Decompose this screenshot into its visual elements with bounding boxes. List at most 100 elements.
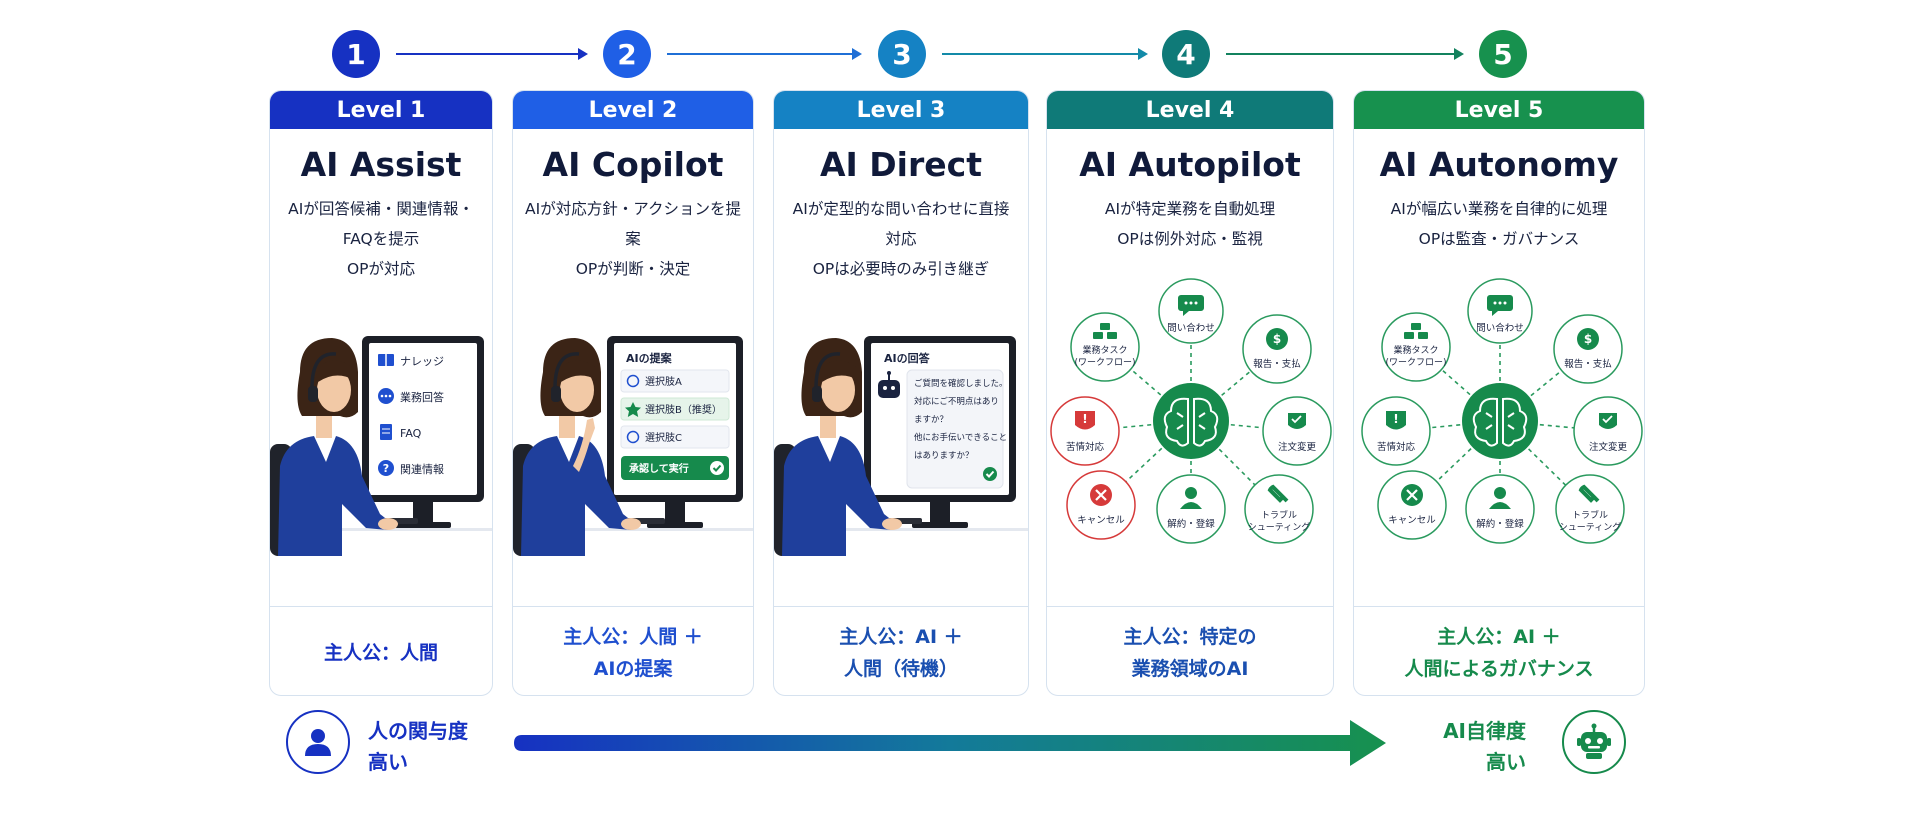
card-divider <box>1354 606 1644 607</box>
card-divider <box>270 606 492 607</box>
workflow-task-node: 業務タスク (ワークフロー) <box>1381 312 1451 382</box>
screen-item-knowledge: ナレッジ <box>400 355 444 368</box>
complaint-node: ! 苦情対応 <box>1361 396 1431 466</box>
svg-text:$: $ <box>1273 332 1281 346</box>
ai-hub-diagram: 問い合わせ $ 報告・支払 注文変更 トラブル シューティング <box>1050 278 1332 544</box>
protagonist-label: 主人公：AI ＋人間によるガバナンス <box>1404 626 1594 680</box>
report-payment-node: $ 報告・支払 <box>1553 314 1623 384</box>
svg-text:(ワークフロー): (ワークフロー) <box>1385 357 1446 368</box>
inquiry-node: 問い合わせ <box>1467 278 1533 344</box>
svg-text:キャンセル: キャンセル <box>1388 515 1436 526</box>
bubble-line: はありますか？ <box>914 451 974 461</box>
svg-text:トラブル: トラブル <box>1261 509 1297 521</box>
level-title: AI Autonomy <box>1379 145 1619 184</box>
answer-heading: AIの回答 <box>884 351 931 365</box>
screen-item-faq: FAQ <box>400 427 422 440</box>
svg-text:注文変更: 注文変更 <box>1278 441 1317 453</box>
cancel-node: キャンセル <box>1066 470 1136 540</box>
svg-text:(ワークフロー): (ワークフロー) <box>1074 357 1135 368</box>
svg-text:注文変更: 注文変更 <box>1589 441 1628 453</box>
svg-text:!: ! <box>1393 412 1398 426</box>
step-marker-3: 3 <box>878 30 926 78</box>
svg-text:報告・支払: 報告・支払 <box>1564 358 1612 370</box>
contract-node: 解約・登録 <box>1465 474 1535 544</box>
svg-text:業務タスク: 業務タスク <box>1082 344 1127 356</box>
wrench-icon <box>1578 484 1600 503</box>
svg-text:問い合わせ: 問い合わせ <box>1167 322 1215 334</box>
card-divider <box>1047 606 1333 607</box>
complaint-node: ! 苦情対応 <box>1050 396 1120 466</box>
wrench-icon <box>1267 484 1289 503</box>
brain-icon <box>1472 397 1528 447</box>
card-divider <box>513 606 753 607</box>
chat-icon <box>1178 295 1204 316</box>
bubble-line: ご質問を確認しました。 <box>914 378 1008 389</box>
level-header: Level 2 <box>513 91 753 129</box>
svg-text:シューティング: シューティング <box>1248 521 1310 533</box>
operator-with-knowledge-screen: ナレッジ 業務回答 FAQ ? 関連情報 <box>270 336 492 556</box>
inquiry-node: 問い合わせ <box>1158 278 1224 344</box>
operator-figure <box>270 338 398 556</box>
svg-text:?: ? <box>383 462 389 475</box>
contract-node: 解約・登録 <box>1156 474 1226 544</box>
svg-text:苦情対応: 苦情対応 <box>1066 441 1105 453</box>
protagonist-label: 主人公：AI ＋人間（待機） <box>839 626 963 680</box>
step-marker-1: 1 <box>332 30 380 78</box>
approve-button <box>621 456 729 480</box>
svg-text:解約・登録: 解約・登録 <box>1476 518 1524 530</box>
robot-icon <box>878 371 900 398</box>
level-title: AI Assist <box>300 145 462 184</box>
workflow-icon <box>1404 323 1428 339</box>
dollar-icon <box>1577 328 1599 350</box>
level-header: Level 1 <box>270 91 492 129</box>
order-change-node: 注文変更 <box>1573 396 1643 466</box>
level-header: Level 4 <box>1047 91 1333 129</box>
document-icon <box>380 424 392 440</box>
svg-text:!: ! <box>1082 412 1087 426</box>
troubleshooting-node: トラブル シューティング <box>1555 474 1625 544</box>
svg-text:$: $ <box>1584 332 1592 346</box>
order-change-node: 注文変更 <box>1262 396 1332 466</box>
svg-text:キャンセル: キャンセル <box>1077 515 1125 526</box>
help-icon: ? <box>378 460 394 476</box>
level-title: AI Copilot <box>542 145 724 184</box>
step-arrow <box>667 48 862 60</box>
protagonist-label: 主人公：人間 ＋AIの提案 <box>563 626 703 680</box>
option-c: 選択肢C <box>645 431 682 444</box>
cancel-node: キャンセル <box>1377 470 1447 540</box>
screen-item-related: 関連情報 <box>400 462 444 476</box>
workflow-icon <box>1093 323 1117 339</box>
suggestion-heading: AIの提案 <box>626 351 673 365</box>
step-arrow <box>942 48 1148 60</box>
svg-text:解約・登録: 解約・登録 <box>1167 518 1215 530</box>
svg-text:業務タスク: 業務タスク <box>1393 344 1438 356</box>
svg-text:苦情対応: 苦情対応 <box>1377 441 1416 453</box>
bubble-line: 対応にご不明点はあり <box>914 396 999 407</box>
person-icon <box>1185 487 1197 499</box>
operator-figure <box>513 338 641 556</box>
approve-button-label: 承認して実行 <box>629 462 689 475</box>
brain-icon <box>1163 397 1219 447</box>
svg-text:問い合わせ: 問い合わせ <box>1476 322 1524 334</box>
workflow-task-node: 業務タスク (ワークフロー) <box>1070 312 1140 382</box>
protagonist-label: 主人公：人間 <box>323 642 438 664</box>
protagonist-label: 主人公：特定の業務領域のAI <box>1123 626 1257 680</box>
alert-shield-icon <box>1386 411 1406 430</box>
human-icon <box>286 710 350 774</box>
step-arrow <box>396 48 588 60</box>
level-header: Level 5 <box>1354 91 1644 129</box>
chat-icon <box>378 388 394 404</box>
troubleshooting-node: トラブル シューティング <box>1244 474 1314 544</box>
chat-icon <box>1487 295 1513 316</box>
step-arrow <box>1226 48 1464 60</box>
operator-figure <box>774 338 902 556</box>
level-title: AI Autopilot <box>1079 145 1301 184</box>
